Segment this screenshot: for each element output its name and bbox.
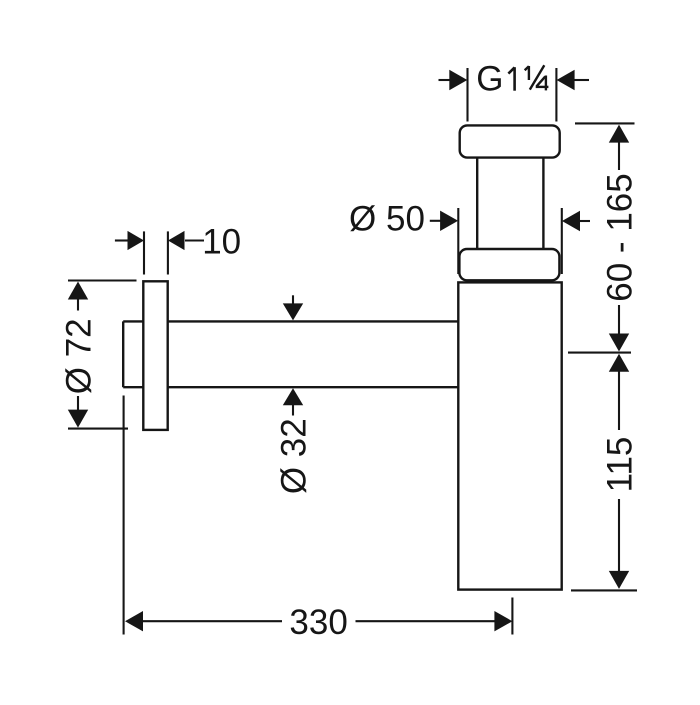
svg-text:115: 115 [601,437,640,493]
svg-text:330: 330 [289,603,347,642]
svg-text:10: 10 [202,222,241,261]
svg-text:60 - 165: 60 - 165 [600,173,639,301]
svg-text:Ø 50: Ø 50 [349,200,425,239]
svg-text:Ø 72: Ø 72 [60,318,99,394]
svg-text:Ø 32: Ø 32 [275,418,314,494]
svg-text:G: G [476,60,503,99]
